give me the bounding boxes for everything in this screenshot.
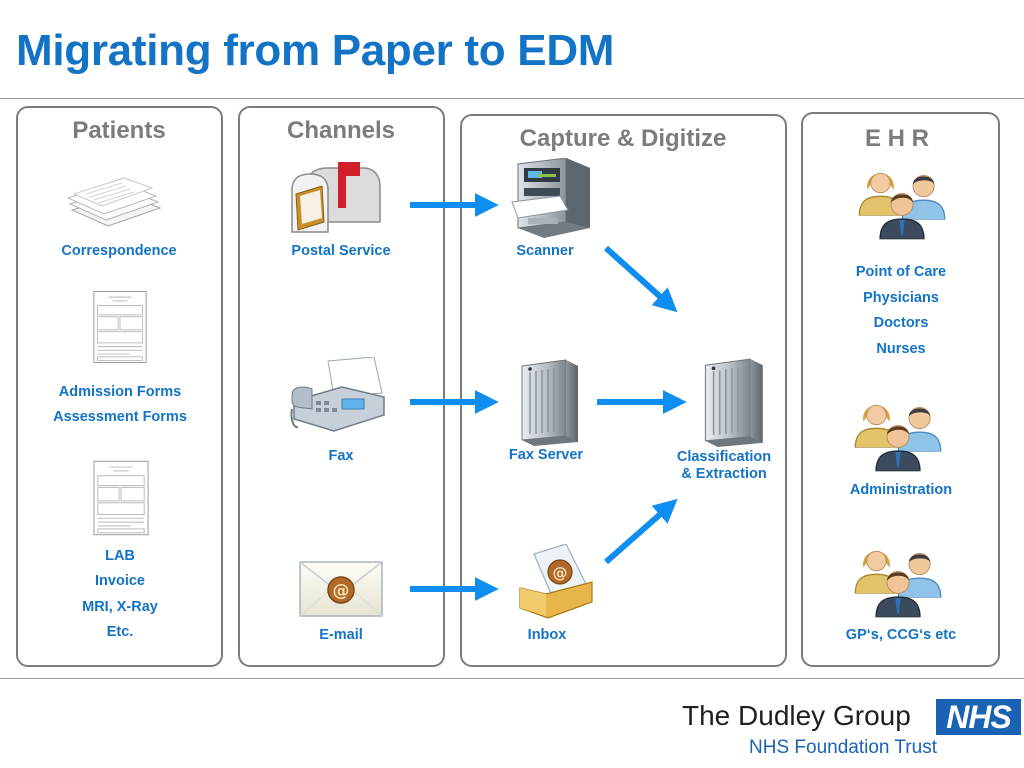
admission-forms-label: Admission Forms bbox=[58, 384, 182, 400]
envelope-icon: @ bbox=[299, 561, 383, 617]
patients-heading: Patients bbox=[72, 117, 166, 144]
mri-xray-label: MRI, X-Ray bbox=[82, 599, 158, 615]
physicians-label: Physicians bbox=[863, 290, 939, 306]
assessment-forms-label: Assessment Forms bbox=[53, 409, 187, 425]
arrow-scanner-to-classification bbox=[603, 245, 678, 313]
foundation-trust-name: NHS Foundation Trust bbox=[749, 737, 937, 758]
scanner-icon bbox=[511, 158, 590, 238]
fax-label: Fax bbox=[328, 448, 354, 464]
arrow-inbox-to-classification bbox=[604, 498, 678, 565]
classification-line: Classification bbox=[676, 449, 772, 465]
svg-text:@: @ bbox=[553, 564, 568, 582]
classification-label: Classification & Extraction bbox=[677, 449, 771, 483]
administration-label: Administration bbox=[849, 482, 953, 498]
nhs-logo: NHS bbox=[936, 699, 1021, 735]
dudley-group-name: The Dudley Group bbox=[682, 700, 911, 731]
email-label: E-mail bbox=[319, 627, 363, 643]
page-title: Migrating from Paper to EDM bbox=[16, 26, 615, 75]
inbox-tray-icon: @ bbox=[519, 544, 593, 619]
capture-heading: Capture & Digitize bbox=[519, 125, 727, 152]
correspondence-label: Correspondence bbox=[61, 243, 177, 259]
etc-label: Etc. bbox=[106, 624, 134, 640]
channels-heading: Channels bbox=[286, 117, 396, 144]
gps-ccgs-label: GP‘s, CCG‘s etc bbox=[845, 627, 957, 643]
doctors-label: Doctors bbox=[873, 315, 929, 331]
invoice-label: Invoice bbox=[95, 573, 145, 589]
mailbox-icon bbox=[291, 162, 381, 233]
point-of-care-label: Point of Care bbox=[855, 264, 947, 280]
fax-machine-icon bbox=[290, 357, 385, 432]
ehr-heading: E H R bbox=[864, 125, 930, 152]
fax-server-label: Fax Server bbox=[508, 447, 584, 463]
nurses-label: Nurses bbox=[876, 341, 926, 357]
postal-service-label: Postal Service bbox=[291, 243, 391, 259]
footer-divider bbox=[0, 678, 1024, 679]
scanner-label: Scanner bbox=[516, 243, 574, 259]
svg-text:@: @ bbox=[333, 581, 350, 601]
lab-label: LAB bbox=[105, 548, 135, 564]
inbox-label: Inbox bbox=[527, 627, 567, 643]
paper-stack-icon bbox=[66, 177, 162, 227]
header-divider bbox=[0, 98, 1024, 99]
extraction-line: & Extraction bbox=[681, 466, 767, 482]
